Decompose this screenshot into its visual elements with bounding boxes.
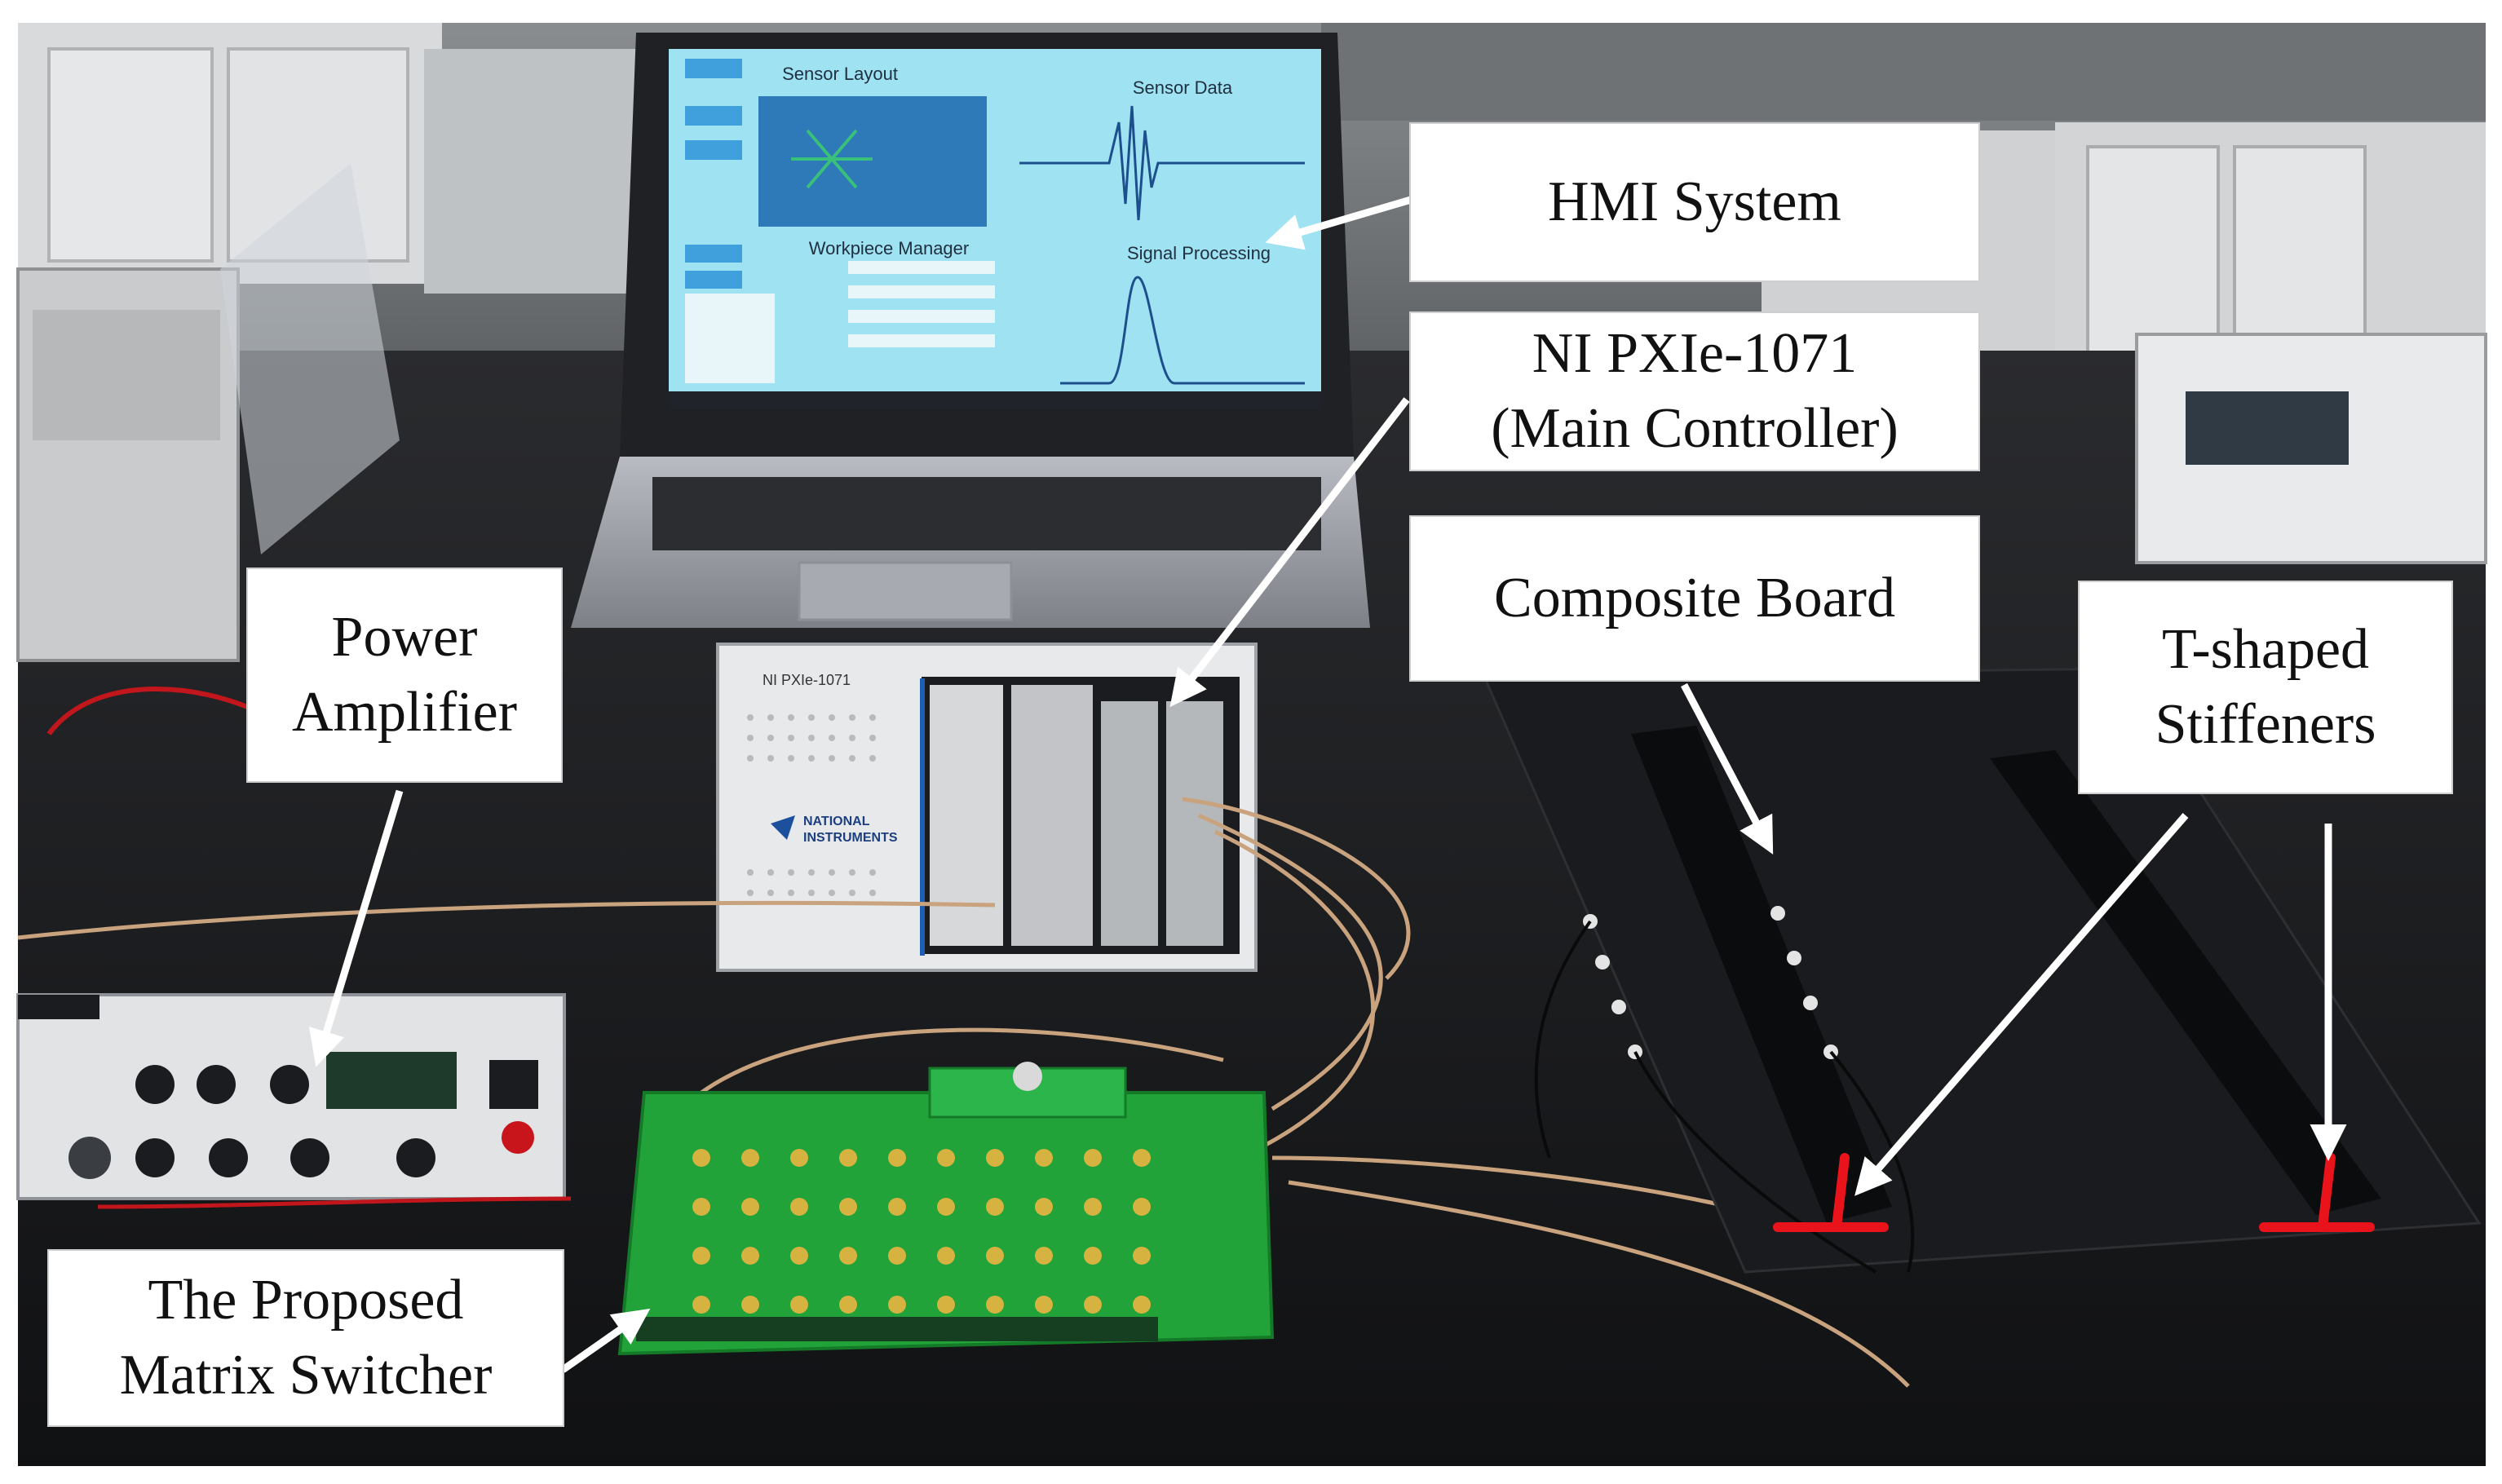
callout-hmi-line-1: HMI System	[1548, 170, 1841, 233]
callout-stiffeners-line-1: T-shaped	[2161, 618, 2370, 681]
stiffener-marker-1	[1773, 1153, 1889, 1232]
callout-switcher-line-1: The Proposed	[148, 1269, 464, 1332]
callout-matrix-switcher: The Proposed Matrix Switcher	[47, 1249, 564, 1427]
screen-panel-signal: Signal Processing	[1127, 243, 1271, 263]
arrow-composite	[1681, 682, 1774, 855]
callout-stiffeners-line-2: Stiffeners	[2155, 693, 2376, 756]
stiffener-marker-2	[2259, 1153, 2375, 1232]
arrow-controller	[1169, 397, 1410, 708]
callout-power-amplifier: Power Amplifier	[246, 568, 563, 783]
callout-main-controller: NI PXIe-1071 (Main Controller)	[1409, 311, 1980, 471]
matrix-switcher-board	[617, 1062, 1275, 1356]
chassis-brand-line1: NATIONAL	[803, 815, 870, 828]
laptop: Sensor Layout Sensor Data Workpiece Mana…	[571, 33, 1370, 628]
callout-arrows	[308, 196, 2347, 1373]
callout-hmi-system: HMI System	[1409, 122, 1980, 282]
arrow-hmi	[1265, 196, 1412, 250]
arrow-amplifier	[308, 789, 404, 1067]
callout-controller-line-1: NI PXIe-1071	[1532, 322, 1858, 385]
arrow-switcher	[560, 1308, 651, 1373]
callout-amplifier-line-1: Power	[331, 606, 478, 669]
screen-panel-sensor-data: Sensor Data	[1133, 77, 1233, 98]
callout-composite-line-1: Composite Board	[1494, 567, 1895, 629]
chassis-brand-line2: INSTRUMENTS	[803, 831, 898, 845]
composite-board	[1482, 667, 2482, 1274]
arrow-stiffener-left	[1854, 813, 2189, 1196]
callout-switcher-line-2: Matrix Switcher	[119, 1344, 493, 1407]
screen-panel-workpiece: Workpiece Manager	[809, 238, 969, 258]
pxie-chassis: NI PXIe-1071 NATIONAL INSTRUMENTS	[716, 643, 1258, 972]
callout-amplifier-line-2: Amplifier	[291, 681, 518, 744]
power-amplifier	[16, 993, 572, 1209]
callout-t-shaped-stiffeners: T-shaped Stiffeners	[2078, 581, 2453, 794]
callout-composite-board: Composite Board	[1409, 515, 1980, 682]
callout-controller-line-2: (Main Controller)	[1491, 397, 1899, 460]
chassis-model-text: NI PXIe-1071	[763, 672, 851, 688]
screen-panel-sensor-layout: Sensor Layout	[782, 64, 898, 84]
stiffener-markers	[1773, 1153, 2375, 1232]
